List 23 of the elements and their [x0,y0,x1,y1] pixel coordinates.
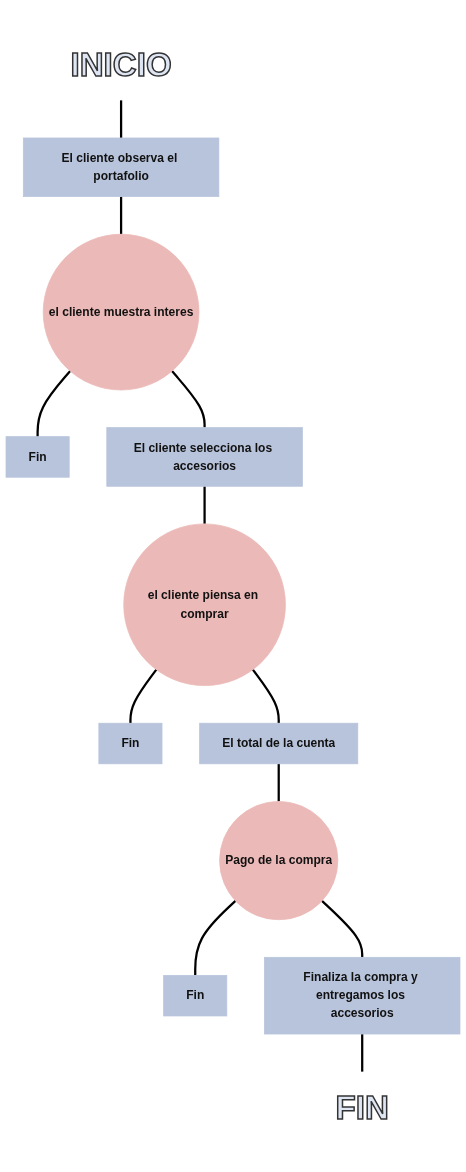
connector [251,668,280,724]
connector [203,486,206,524]
node-box: El cliente selecciona los accesorios [106,427,303,487]
node-text: INICIO [70,45,172,83]
node-box: Fin [98,722,163,765]
connector [36,370,72,437]
connector [194,900,237,976]
node-text: FIN [335,1088,389,1126]
connector [361,1034,364,1072]
node-circle: el cliente muestra interes [42,233,200,391]
node-box: El cliente observa el portafolio [22,137,220,197]
connector [119,100,123,138]
node-circle: Pago de la compra [219,801,339,921]
connector [277,763,280,802]
connector [321,900,364,958]
connector [171,370,206,428]
connector [129,668,158,724]
node-box: El total de la cuenta [199,722,359,765]
node-box: Fin [5,436,70,478]
node-box: Finaliza la compra y entregamos los accesorios [264,956,461,1035]
node-box: Fin [163,975,228,1017]
connector [119,196,123,235]
node-circle: el cliente piensa en comprar [123,523,286,686]
